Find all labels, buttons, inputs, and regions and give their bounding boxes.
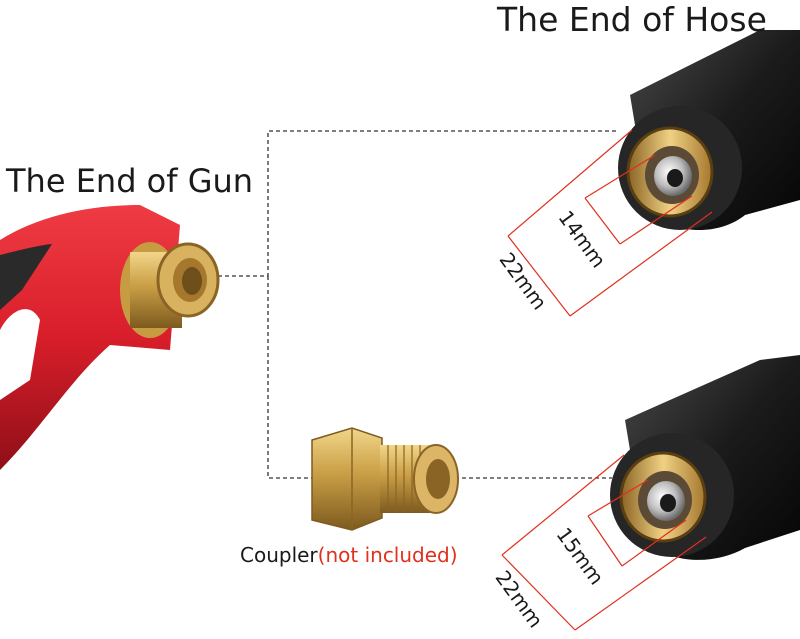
- gun-grip-dark: [0, 244, 52, 310]
- connector-gun-to-coupler: [267, 276, 312, 479]
- coupler-paren-open: (: [317, 543, 326, 567]
- dim-bottom-inner-span: [587, 515, 623, 567]
- connector-gun-to-hose: [218, 130, 618, 277]
- gun-grip-cutout: [0, 309, 40, 400]
- hose-end-top-illustration: [618, 30, 800, 230]
- coupler-caption: Coupler(not included): [240, 543, 458, 567]
- dim-top-outer-span: [507, 235, 571, 317]
- dim-top-inner-b: [619, 195, 693, 245]
- dim-top-inner-a: [584, 154, 656, 199]
- dim-top-outer-a: [507, 129, 633, 237]
- dim-bottom-outer-span: [501, 554, 576, 631]
- dim-top-outer-b: [569, 211, 713, 317]
- coupler-paren-close: ): [449, 543, 458, 567]
- connector-lines: [218, 130, 618, 479]
- coupler-name: Coupler: [240, 543, 318, 567]
- hose-top-bore: [667, 169, 683, 187]
- coupler-illustration: [311, 427, 459, 531]
- dim-bottom-outer-b: [574, 536, 707, 631]
- gun-end-illustration: [0, 205, 220, 470]
- gun-end-title: The End of Gun: [6, 162, 254, 200]
- dim-top-inner-span: [584, 197, 621, 245]
- coupler-note: not included: [325, 543, 450, 567]
- gun-thread-bore-deep: [182, 267, 202, 295]
- coupler-hex: [311, 427, 383, 531]
- hose-end-title: The End of Hose: [497, 0, 767, 39]
- dim-bottom-outer-a: [501, 454, 625, 556]
- hose-bottom-bore: [660, 494, 676, 512]
- hose-end-bottom-illustration: [610, 355, 800, 560]
- dimension-lines: [501, 129, 713, 631]
- dim-bottom-inner-a: [587, 479, 649, 517]
- dim-bottom-inner-b: [621, 519, 687, 567]
- coupler-bore: [426, 459, 450, 499]
